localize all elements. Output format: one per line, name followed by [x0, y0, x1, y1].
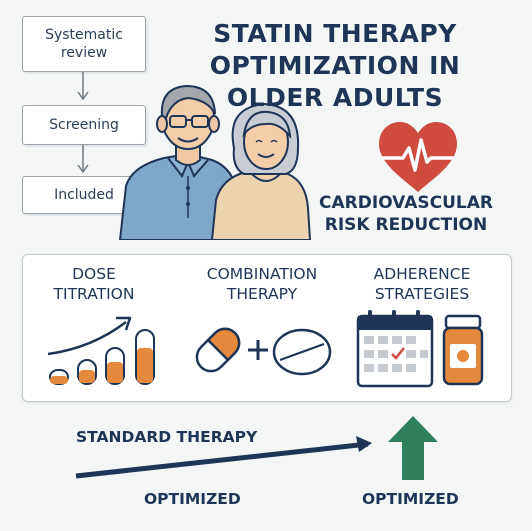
heart-ecg-icon [379, 122, 457, 192]
flow-box-included: Included [22, 176, 146, 214]
strategy-label-adherence-strategies: ADHERENCE STRATEGIES [373, 265, 471, 303]
strategy-label-dose-titration: DOSE TITRATION [53, 265, 135, 303]
heart-label: CARDIOVASCULAR RISK REDUCTION [319, 193, 493, 235]
capsule-plus-pill-icon [195, 327, 332, 376]
standard-therapy-label: STANDARD THERAPY [76, 428, 258, 446]
flow-box-systematic-review: Systematic review [22, 16, 146, 72]
older-couple-illustration [118, 84, 312, 240]
trend-arrow-icon [75, 436, 372, 479]
strategy-label-combination-therapy: COMBINATION THERAPY [206, 265, 318, 303]
bar-chart-titration-icon [47, 316, 155, 385]
optimized-label-right: OPTIMIZED [362, 490, 459, 508]
flow-arrow-down-icon [77, 72, 89, 101]
flow-step-label: Systematic review [45, 27, 123, 61]
page-title: STATIN THERAPY OPTIMIZATION IN OLDER ADU… [209, 19, 461, 112]
flow-arrow-down-icon [77, 145, 89, 174]
optimized-label-left: OPTIMIZED [144, 490, 241, 508]
calendar-pill-bottle-icon [356, 310, 484, 388]
flow-step-label: Included [54, 187, 114, 203]
flow-step-label: Screening [49, 117, 119, 133]
green-up-arrow-icon [388, 416, 438, 480]
flow-box-screening: Screening [22, 105, 146, 145]
